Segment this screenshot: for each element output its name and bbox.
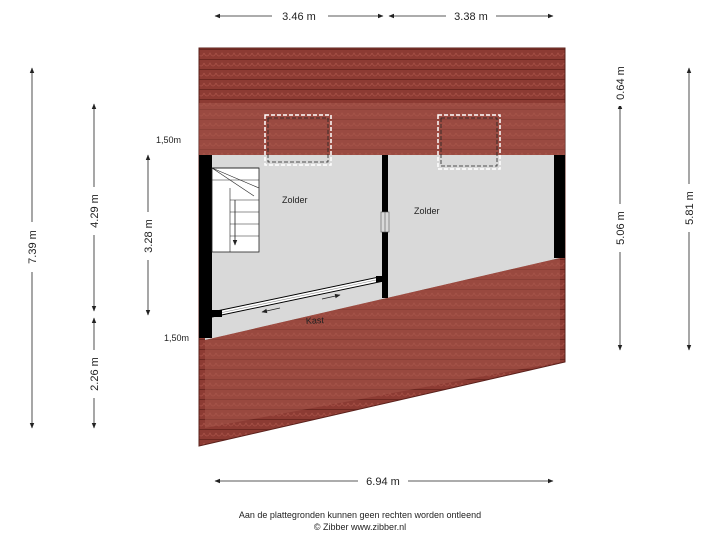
skylight-left [264, 114, 332, 166]
height-label-lower: 1,50m [164, 333, 189, 343]
dimension-top: 3.46 m 3.38 m [214, 8, 554, 23]
dim-right-top: 0.64 m [615, 66, 627, 100]
dim-top-left: 3.46 m [282, 11, 316, 23]
staircase [211, 167, 260, 253]
footer-disclaimer: Aan de plattegronden kunnen geen rechten… [238, 510, 482, 520]
dim-top-right: 3.38 m [454, 11, 488, 23]
dim-left-inner: 3.28 m [143, 219, 155, 253]
wall-right [554, 155, 565, 258]
dimension-right: 0.64 m 5.06 m 5.81 m [613, 60, 696, 351]
footer-copyright: © Zibber www.zibber.nl [313, 522, 407, 532]
skylight-right-inner [440, 117, 498, 167]
wall-left [199, 155, 212, 338]
dim-left-outer: 7.39 m [27, 230, 39, 264]
roof-lower-band [205, 258, 560, 428]
slide-arrow-right [321, 293, 341, 300]
skylight-right [437, 114, 501, 170]
dim-right-middle: 5.06 m [615, 211, 627, 245]
slide-arrow-left [261, 307, 281, 314]
height-label-upper: 1,50m [156, 135, 181, 145]
dimension-left: 7.39 m 4.29 m 2.26 m 3.28 m [25, 67, 155, 429]
room-label-storage: Kast [306, 315, 325, 326]
roof-upper-band [199, 103, 565, 155]
dim-left-upper: 4.29 m [89, 194, 101, 228]
dim-left-lower: 2.26 m [89, 357, 101, 391]
dimension-bottom: 6.94 m [214, 473, 554, 488]
dim-bottom-total: 6.94 m [366, 476, 400, 488]
dim-right-outer: 5.81 m [684, 191, 696, 225]
skylight-left-inner [267, 117, 329, 163]
room-label-left: Zolder [282, 195, 308, 205]
kneewall-post-left [212, 310, 222, 317]
kneewall-post-right [376, 276, 384, 282]
room-label-right: Zolder [414, 206, 440, 216]
